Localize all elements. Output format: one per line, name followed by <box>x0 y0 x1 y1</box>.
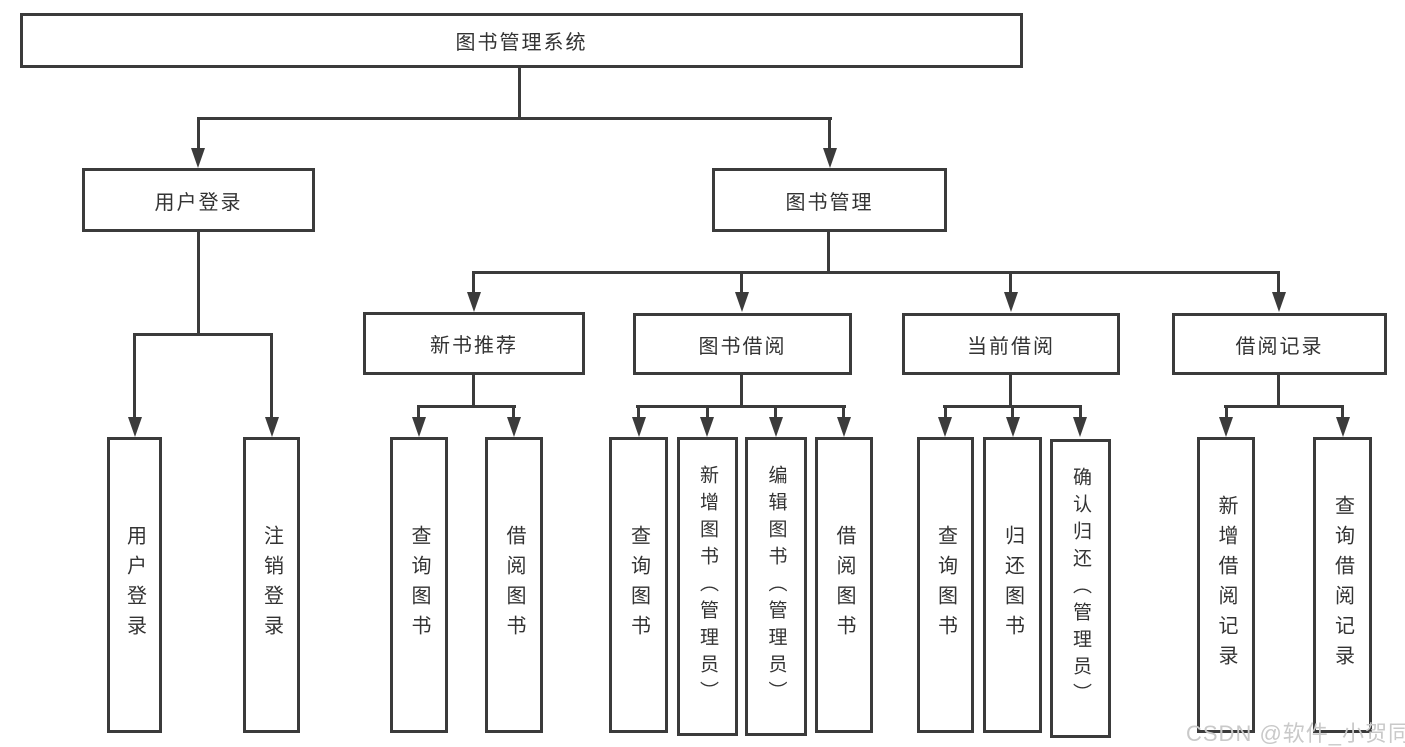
connector-root-stem <box>518 68 521 118</box>
connector-to-leaf <box>706 405 709 419</box>
arrow-down-icon <box>1004 292 1018 312</box>
connector-to-leaf <box>417 405 420 419</box>
node-borrow-records: 借阅记录 <box>1172 313 1387 375</box>
connector-to-leaf <box>133 333 136 419</box>
connector-module-stem <box>1277 374 1280 408</box>
connector-to-leaf <box>1079 405 1082 419</box>
connector-to-leaf <box>944 405 947 419</box>
connector-to-leaf <box>842 405 845 419</box>
connector-to-book-mgmt <box>828 117 831 150</box>
connector-to-module <box>1009 271 1012 295</box>
arrow-down-icon <box>938 417 952 437</box>
arrow-down-icon <box>837 417 851 437</box>
connector-to-leaf <box>637 405 640 419</box>
connector-module-bar <box>417 405 516 408</box>
connector-to-module <box>1277 271 1280 295</box>
arrow-down-icon <box>467 292 481 312</box>
node-book-borrow: 图书借阅 <box>633 313 852 375</box>
connector-to-leaf <box>1341 405 1344 419</box>
connector-user-login-bar <box>133 333 273 336</box>
connector-to-module <box>472 271 475 295</box>
arrow-down-icon <box>735 292 749 312</box>
node-user-login: 用户登录 <box>82 168 315 232</box>
leaf-add-borrow-record: 新增借阅记录 <box>1197 437 1255 733</box>
leaf-borrow-books: 借阅图书 <box>815 437 873 733</box>
connector-to-leaf <box>512 405 515 419</box>
connector-to-leaf <box>270 333 273 419</box>
arrow-down-icon <box>1073 417 1087 437</box>
node-new-book-recommend: 新书推荐 <box>363 312 585 375</box>
arrow-down-icon <box>1336 417 1350 437</box>
arrow-down-icon <box>1219 417 1233 437</box>
leaf-add-books-admin: 新增图书（管理员） <box>677 437 738 736</box>
connector-module-stem <box>1009 375 1012 408</box>
arrow-down-icon <box>507 417 521 437</box>
arrow-down-icon <box>128 417 142 437</box>
connector-to-leaf <box>1225 405 1228 419</box>
node-book-mgmt: 图书管理 <box>712 168 947 232</box>
leaf-logout: 注销登录 <box>243 437 300 733</box>
connector-to-leaf <box>774 405 777 419</box>
arrow-down-icon <box>823 148 837 168</box>
arrow-down-icon <box>700 417 714 437</box>
connector-module-stem <box>740 375 743 408</box>
connector-to-module <box>740 271 743 295</box>
connector-to-leaf <box>1011 405 1014 419</box>
arrow-down-icon <box>1272 292 1286 312</box>
leaf-query-borrow-record: 查询借阅记录 <box>1313 437 1372 733</box>
connector-user-login-stem <box>197 232 200 336</box>
node-current-borrow: 当前借阅 <box>902 313 1120 375</box>
arrow-down-icon <box>265 417 279 437</box>
arrow-down-icon <box>1006 417 1020 437</box>
arrow-down-icon <box>632 417 646 437</box>
leaf-borrow-books-recommend: 借阅图书 <box>485 437 543 733</box>
arrow-down-icon <box>769 417 783 437</box>
connector-module-stem <box>472 375 475 408</box>
connector-to-user-login <box>197 117 200 150</box>
arrow-down-icon <box>191 148 205 168</box>
node-root: 图书管理系统 <box>20 13 1023 68</box>
leaf-query-books-borrow: 查询图书 <box>609 437 668 733</box>
leaf-confirm-return-admin: 确认归还（管理员） <box>1050 439 1111 738</box>
connector-book-mgmt-bar <box>472 271 1280 274</box>
csdn-watermark: CSDN @软件_小贺同学 <box>1186 721 1405 746</box>
leaf-user-login: 用户登录 <box>107 437 162 733</box>
arrow-down-icon <box>412 417 426 437</box>
leaf-query-books-current: 查询图书 <box>917 437 974 733</box>
connector-book-mgmt-stem <box>827 232 830 274</box>
connector-module-bar <box>636 405 846 408</box>
leaf-edit-books-admin: 编辑图书（管理员） <box>745 437 807 736</box>
connector-module-bar <box>1224 405 1344 408</box>
leaf-return-books: 归还图书 <box>983 437 1042 733</box>
leaf-query-books-recommend: 查询图书 <box>390 437 448 733</box>
connector-root-bar <box>197 117 832 120</box>
